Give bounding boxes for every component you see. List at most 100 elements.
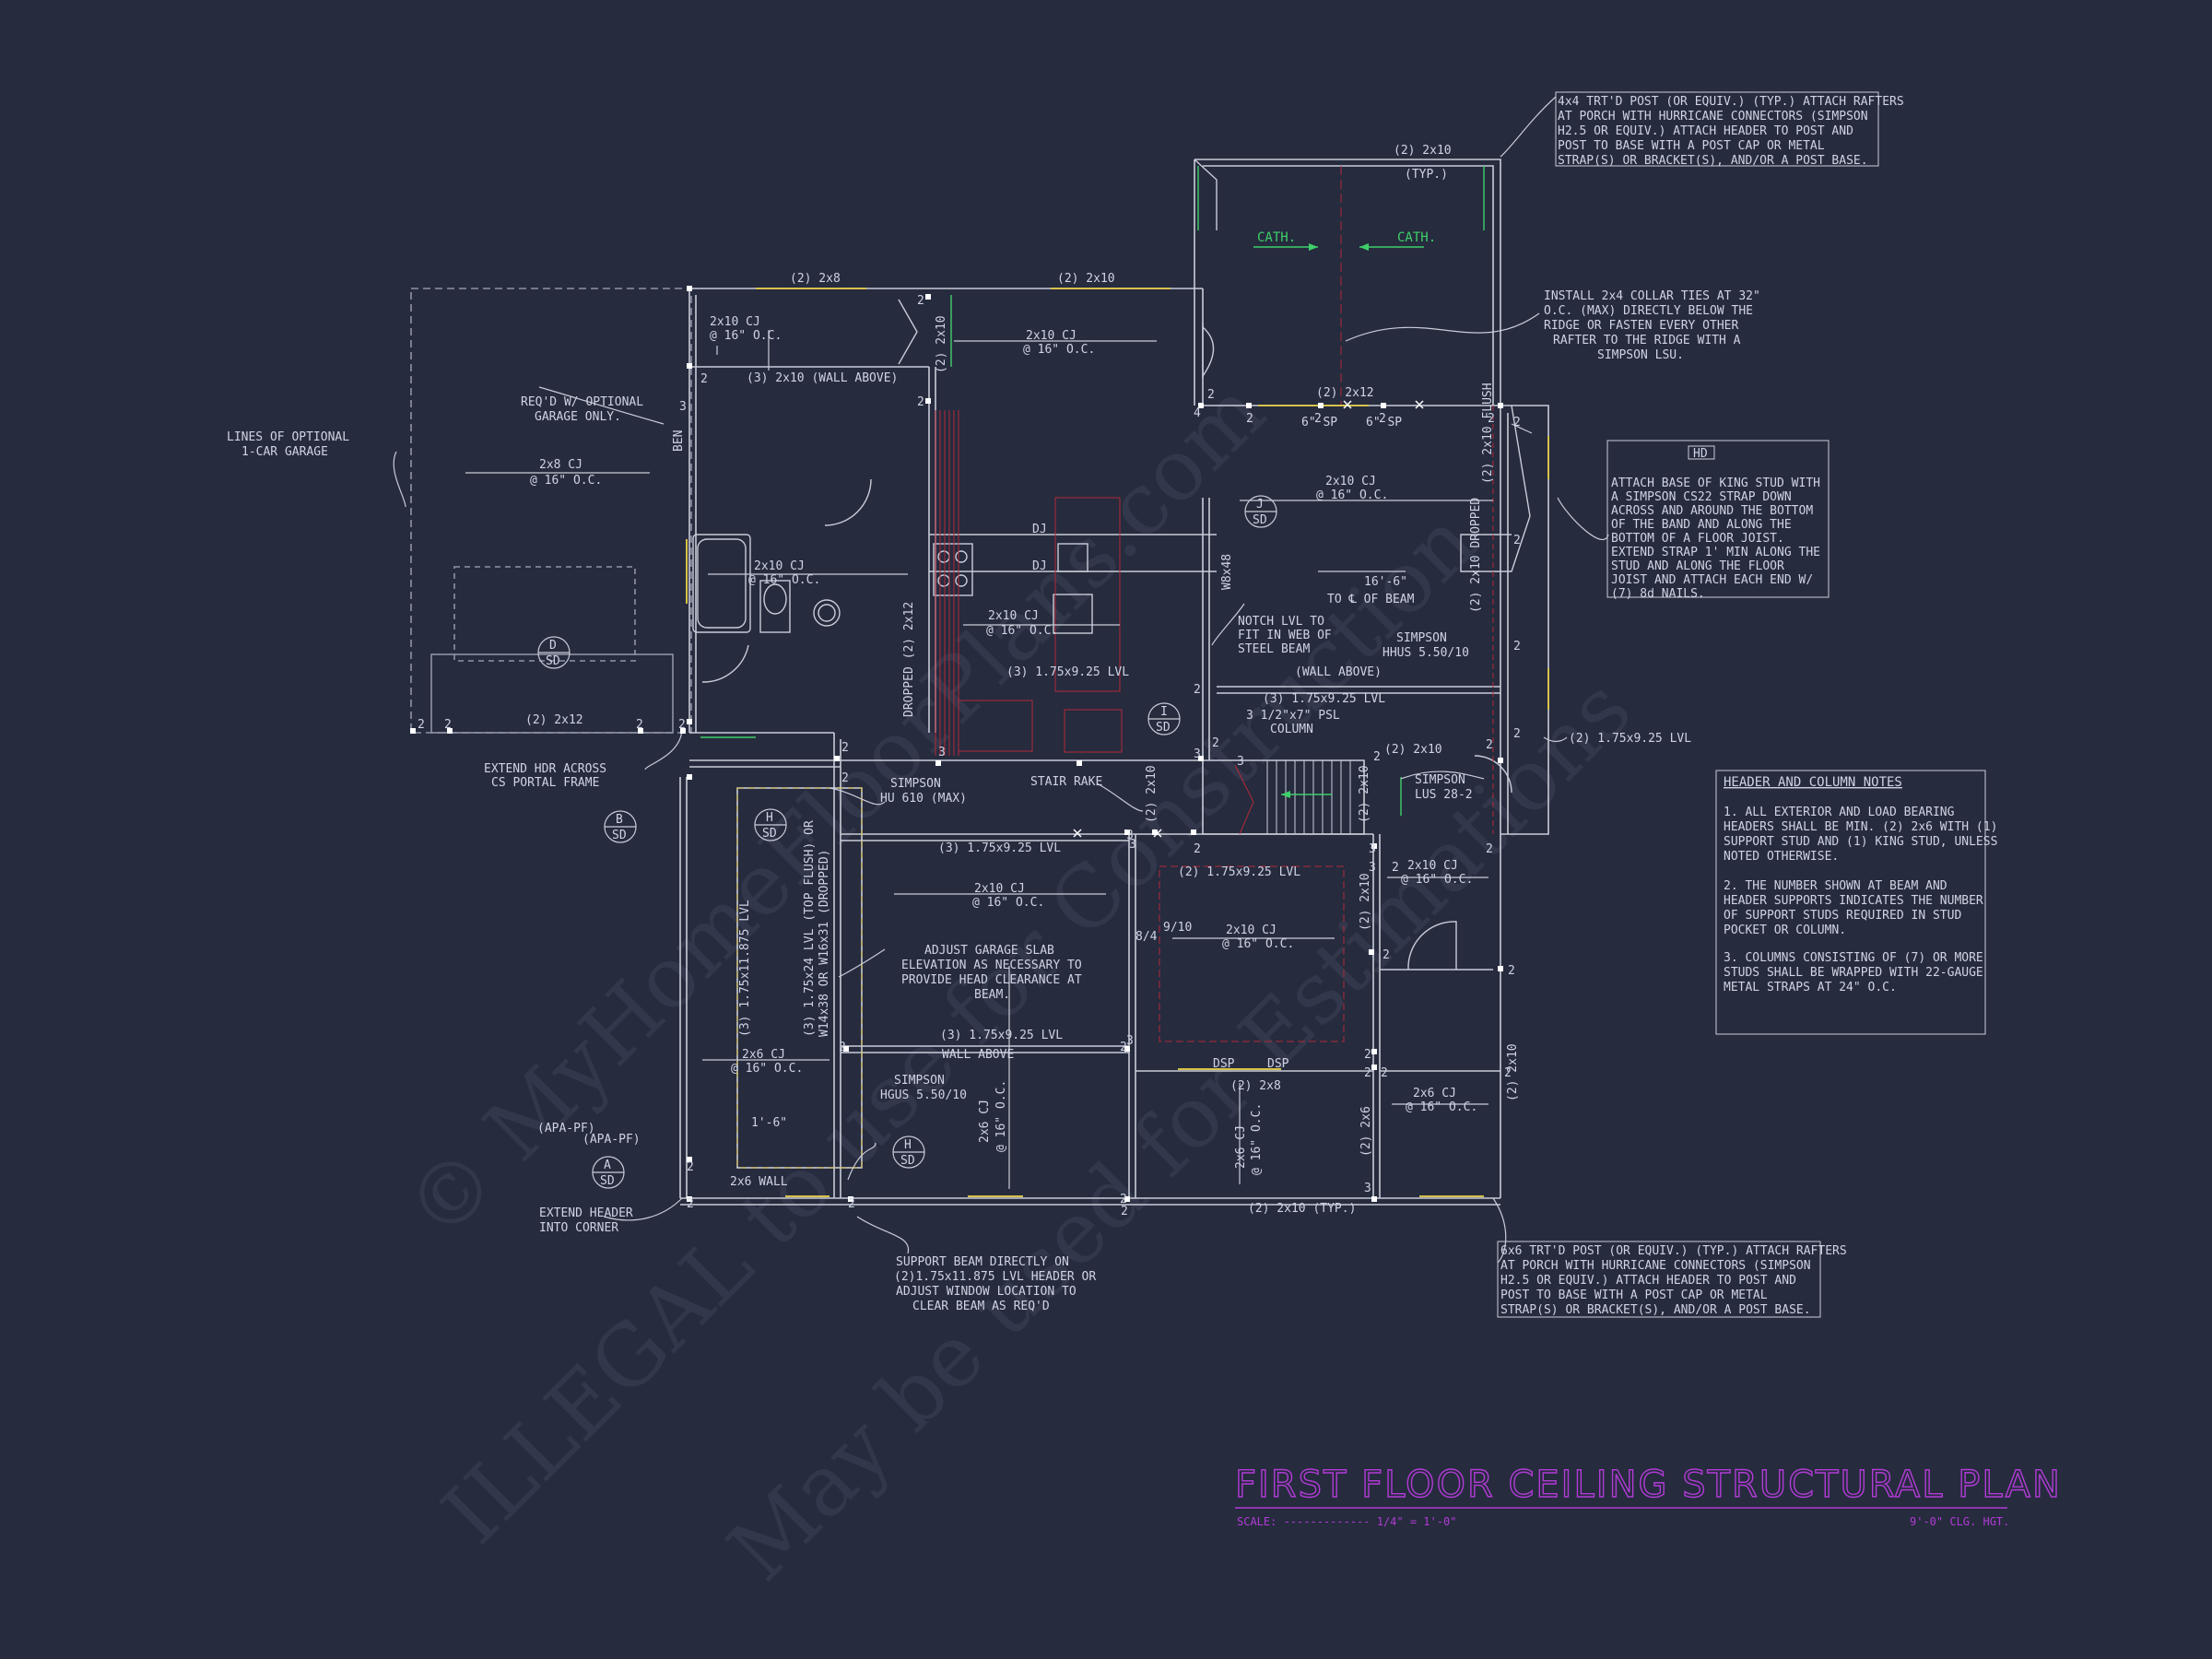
label-cj-6-a: 2x6 CJ (742, 1048, 785, 1062)
label-cj-v-a: 2x6 CJ (978, 1100, 992, 1143)
callout-notch-1: NOTCH LVL TO (1238, 615, 1324, 629)
stud-count: 3 (679, 400, 687, 414)
bath-fixtures (692, 159, 1531, 971)
tag-i-letter: I (1160, 705, 1168, 719)
tag-b-letter: B (616, 813, 623, 827)
section-tag-labels: J SD D SD B SD H SD H SD A SD I SD (546, 498, 1267, 1188)
stud-count: 2 (1194, 842, 1201, 856)
label-cj-v2-b: @ 16" O.C. (1250, 1103, 1264, 1175)
label-v-2x6-b: (2) 2x6 (1359, 1106, 1373, 1157)
callout-adjust-slab-4: BEAM. (974, 988, 1010, 1002)
callout-support-beam-2: (2)1.75x11.875 LVL HEADER OR (894, 1270, 1096, 1284)
stud-count: 3 (1369, 842, 1376, 856)
notes-heading: HEADER AND COLUMN NOTES (1724, 775, 1902, 790)
callout-collar-4: RAFTER TO THE RIDGE WITH A (1553, 334, 1741, 347)
section-tags (537, 495, 1277, 1189)
label-cj-rr-a: 2x10 CJ (1407, 859, 1458, 873)
header-lines (686, 288, 1549, 1197)
label-dim-1-6: 1'-6" (751, 1116, 787, 1130)
note-2-line-4: POCKET OR COLUMN. (1724, 924, 1846, 937)
label-cj-fam-a: 2x10 CJ (1325, 475, 1376, 488)
label-cj-g-b: @ 16" O.C. (972, 896, 1044, 910)
note-1-line-2: HEADERS SHALL BE MIN. (2) 2x6 WITH (1) (1724, 820, 1997, 834)
label-w8x48: W8x48 (1220, 554, 1234, 590)
stud-count: 2 (1513, 416, 1521, 429)
label-sp-2: 6" SP (1366, 416, 1402, 429)
label-dropped-r: (2) 2x10 DROPPED (1469, 498, 1483, 613)
callout-hd-1: ATTACH BASE OF KING STUD WITH (1611, 477, 1820, 490)
callout-extend-hdr-2: CS PORTAL FRAME (491, 776, 599, 790)
green-items (700, 166, 1485, 816)
label-cj-v2-a: 2x6 CJ (1234, 1125, 1248, 1169)
label-cj-k-a: 2x10 CJ (988, 609, 1039, 623)
stud-count: 2 (678, 718, 686, 732)
label-cj-c-b: @ 16" O.C. (1222, 937, 1294, 951)
stud-count: 2 (700, 372, 708, 386)
plan-labels: (2) 2x8 (2) 2x10 (2) 2x10 (TYP.) CATH. C… (525, 144, 1691, 1216)
callout-garage-lines-2: 1-CAR GARAGE (241, 445, 328, 459)
stud-count: 2 (418, 718, 425, 732)
callout-box-porch-top (1555, 91, 1879, 167)
tag-d-sd: SD (546, 654, 560, 668)
label-lvl-3: (3) 1.75x9.25 LVL (938, 841, 1061, 855)
callout-adjust-slab-2: ELEVATION AS NECESSARY TO (901, 959, 1082, 972)
callout-hd-4: OF THE BAND AND ALONG THE (1611, 518, 1792, 532)
stud-count: 2 (1382, 948, 1390, 962)
stud-count: 3 (1194, 747, 1201, 761)
note-1-line-4: NOTED OTHERWISE. (1724, 850, 1839, 864)
note-3-line-1: 3. COLUMNS CONSISTING OF (7) OR MORE (1724, 951, 1983, 965)
callout-hd-5: BOTTOM OF A FLOOR JOIST. (1611, 532, 1784, 546)
callout-box-porch-bottom (1497, 1241, 1821, 1318)
stud-count: 2 (1194, 683, 1201, 697)
stud-count: 2 (1504, 1066, 1512, 1080)
floor-plan-walls (410, 159, 1549, 1206)
stud-count: 2 (1120, 1041, 1127, 1054)
tag-d-letter: D (549, 639, 557, 653)
label-dj-2: DJ (1032, 559, 1047, 573)
callout-support-beam-4: CLEAR BEAM AS REQ'D (912, 1300, 1050, 1313)
stud-count: 2 (444, 718, 452, 732)
tag-j-letter: J (1256, 498, 1264, 512)
stud-count: 2 (687, 1197, 694, 1211)
stud-count: 2 (687, 1160, 694, 1174)
label-cj-bath-b: @ 16" O.C. (710, 329, 782, 343)
label-lvl-v3: W14x38 OR W16x31 (DROPPED) (818, 850, 831, 1038)
callout-apa-1: (APA-PF) (537, 1122, 595, 1135)
callout-simpson-hhus-2: HHUS 5.50/10 (1382, 646, 1469, 660)
callout-apa-2: (APA-PF) (582, 1133, 641, 1147)
label-cj-6-b: @ 16" O.C. (731, 1062, 803, 1076)
note-1-line-3: SUPPORT STUD AND (1) KING STUD, UNLESS (1724, 835, 1997, 849)
header-column-notes: HEADER AND COLUMN NOTES 1. ALL EXTERIOR … (1715, 770, 1997, 1035)
ceiling-height: 9'-0" CLG. HGT. (1910, 1515, 2009, 1528)
label-2x8-b: (2) 2x8 (1230, 1079, 1281, 1093)
callout-porch-bottom-1: 6x6 TRT'D POST (OR EQUIV.) (TYP.) ATTACH… (1500, 1244, 1847, 1258)
label-cj-br-b: @ 16" O.C. (1406, 1100, 1477, 1114)
stud-count: 2 (848, 1197, 855, 1211)
label-cj-rr-b: @ 16" O.C. (1401, 873, 1473, 887)
note-2-line-3: OF SUPPORT STUDS REQUIRED IN STUD (1724, 909, 1961, 923)
stud-count: 2 (1207, 388, 1215, 402)
callout-porch-bottom-4: POST TO BASE WITH A POST CAP OR METAL (1500, 1288, 1768, 1302)
stud-count: 2 (1314, 412, 1322, 426)
label-8-4: 8/4 (1135, 930, 1158, 944)
callout-collar-5: SIMPSON LSU. (1597, 348, 1684, 362)
label-2x8-top: (2) 2x8 (790, 272, 841, 286)
stud-count: 2 (1364, 1048, 1371, 1062)
label-2x12: (2) 2x12 (1316, 386, 1374, 400)
callout-support-beam-1: SUPPORT BEAM DIRECTLY ON (896, 1255, 1069, 1269)
callout-simpson-hhus-1: SIMPSON (1396, 631, 1447, 645)
callout-simpson-hu-2: HU 610 (MAX) (880, 792, 967, 806)
stud-count: 2 (841, 771, 849, 785)
stud-count: 3 (938, 746, 946, 759)
label-cj-fam-b: @ 16" O.C. (1316, 488, 1388, 502)
callout-porch-top-4: POST TO BASE WITH A POST CAP OR METAL (1558, 139, 1825, 153)
callout-adjust-slab-1: ADJUST GARAGE SLAB (924, 944, 1054, 958)
hd-tag: HD (1693, 447, 1708, 461)
stud-count: 3 (1129, 838, 1136, 852)
label-cj-top-b: @ 16" O.C. (1023, 343, 1095, 357)
kitchen-hatching (935, 166, 1494, 1042)
label-flush: (2) 2x10 FLUSH (1481, 382, 1495, 484)
callout-extend-corner-1: EXTEND HEADER (539, 1206, 633, 1220)
stud-count: 2 (1120, 1193, 1127, 1206)
callout-hd-2: A SIMPSON CS22 STRAP DOWN (1611, 490, 1792, 504)
